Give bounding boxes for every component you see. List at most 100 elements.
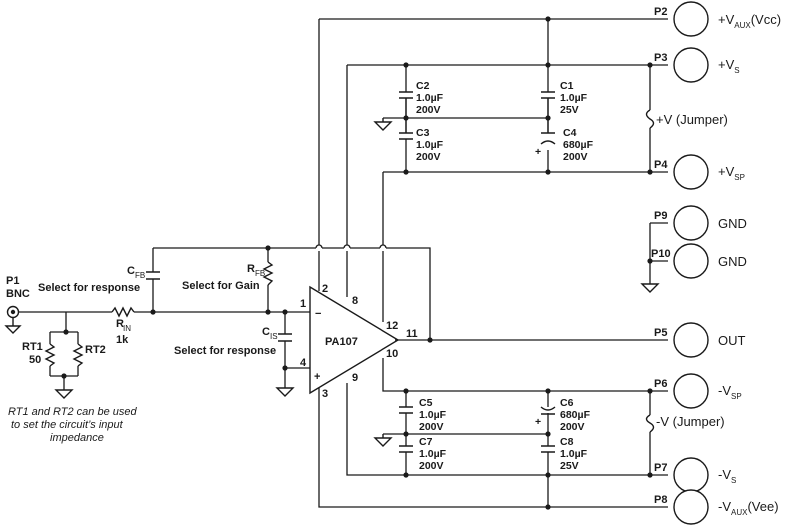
p9-net: GND	[718, 216, 747, 231]
wire-crossovers	[315, 244, 387, 249]
jumper-neg-symbol	[645, 414, 655, 433]
resistors: R FB R IN 1k RT1 50 RT2	[22, 261, 274, 367]
p9-id: P9	[654, 210, 667, 222]
junction-dots	[61, 16, 653, 510]
resistor-rt2-symbol	[72, 343, 84, 367]
c2-value: 1.0µF	[416, 92, 444, 104]
c2-name: C2	[416, 80, 430, 92]
c4-voltage: 200V	[563, 151, 588, 163]
capacitors: C1 1.0µF 25V C2 1.0µF 200V C3 1.0µF 200V…	[127, 80, 594, 472]
p2-id: P2	[654, 6, 667, 18]
pin-1-label: 1	[300, 298, 306, 310]
resistor-rt1-symbol	[44, 343, 56, 367]
rt2-name: RT2	[85, 344, 106, 356]
connector-pad-p8	[673, 489, 709, 525]
jumper-pos-symbol	[645, 109, 655, 129]
c6-value: 680µF	[560, 409, 591, 421]
c5-name: C5	[419, 397, 433, 409]
ground-icon	[640, 283, 660, 293]
pin-10-label: 10	[386, 348, 398, 360]
pin-8-label: 8	[352, 295, 358, 307]
pin-11-label: 11	[406, 328, 418, 340]
connector-pad-p2	[673, 1, 709, 37]
pin-4-label: 4	[300, 357, 307, 369]
opamp-inverting-sign: −	[315, 308, 321, 320]
capacitor-c4-symbol	[540, 132, 556, 145]
connector-pad-p3	[673, 47, 709, 83]
note-line-3: impedance	[50, 432, 104, 444]
capacitor-c6-symbol	[540, 406, 556, 415]
select-response-left-label: Select for response	[38, 282, 140, 294]
bnc-center-pin	[10, 309, 16, 315]
c7-value: 1.0µF	[419, 448, 447, 460]
c5-value: 1.0µF	[419, 409, 447, 421]
c6-polarity: +	[535, 416, 541, 428]
capacitor-c7-symbol	[399, 445, 413, 453]
rt1-value: 50	[29, 354, 41, 366]
c8-voltage: 25V	[560, 460, 579, 472]
c3-name: C3	[416, 127, 430, 139]
connector-pad-p7	[673, 457, 709, 493]
c4-value: 680µF	[563, 139, 594, 151]
note-line-2: to set the circuit’s input	[11, 419, 124, 431]
select-response-mid-label: Select for response	[174, 345, 276, 357]
p4-net: +VSP	[718, 164, 745, 182]
p1-type: BNC	[6, 288, 30, 300]
connector-pad-p4	[673, 154, 709, 190]
opamp-triangle	[309, 285, 400, 395]
pin-12-label: 12	[386, 320, 398, 332]
c1-name: C1	[560, 80, 574, 92]
capacitor-c2-symbol	[399, 91, 413, 99]
p4-id: P4	[654, 159, 668, 171]
pin-2-label: 2	[322, 283, 328, 295]
bnc-connector-p1: P1 BNC	[6, 275, 30, 326]
c7-name: C7	[419, 436, 433, 448]
capacitor-c8-symbol	[541, 445, 555, 453]
c6-name: C6	[560, 397, 574, 409]
connector-pads: P2 +VAUX(Vcc) P3 +VS P4 +VSP P9 GND P10 …	[651, 1, 781, 525]
ground-icon	[373, 121, 393, 131]
p1-label: P1	[6, 275, 19, 287]
c4-polarity: +	[535, 146, 541, 158]
c5-voltage: 200V	[419, 421, 444, 433]
jumpers: +V (Jumper) -V (Jumper)	[645, 109, 728, 433]
capacitor-cis-symbol	[278, 333, 292, 342]
c3-value: 1.0µF	[416, 139, 444, 151]
c7-voltage: 200V	[419, 460, 444, 472]
p5-net: OUT	[718, 333, 746, 348]
ground-icon	[54, 389, 74, 399]
connector-pad-p10	[673, 243, 709, 279]
rfb-sub: FB	[255, 269, 265, 278]
rfb-name: R	[247, 263, 255, 275]
p3-net: +VS	[718, 57, 740, 75]
resistor-rin-symbol	[111, 306, 135, 318]
connector-pad-p5	[673, 322, 709, 358]
p10-id: P10	[651, 248, 671, 260]
pin-3-label: 3	[322, 388, 328, 400]
ground-icon	[275, 387, 295, 397]
capacitor-c3-symbol	[399, 132, 413, 140]
rin-value: 1k	[116, 334, 129, 346]
opamp-noninverting-sign: +	[314, 371, 320, 383]
c8-name: C8	[560, 436, 574, 448]
cfb-sub: FB	[135, 271, 145, 280]
c8-value: 1.0µF	[560, 448, 588, 460]
p3-id: P3	[654, 52, 667, 64]
select-gain-label: Select for Gain	[182, 280, 260, 292]
p5-id: P5	[654, 327, 667, 339]
c4-name: C4	[563, 127, 577, 139]
p8-net: -VAUX(Vee)	[718, 499, 779, 517]
pin-9-label: 9	[352, 372, 358, 384]
jumper-neg-label: -V (Jumper)	[656, 414, 725, 429]
resistor-rfb-symbol	[262, 261, 274, 286]
connector-pad-p9	[673, 205, 709, 241]
p8-id: P8	[654, 494, 667, 506]
capacitor-cfb-symbol	[146, 271, 160, 280]
rt1-name: RT1	[22, 341, 43, 353]
note-line-1: RT1 and RT2 can be used	[8, 406, 138, 418]
rin-sub: IN	[123, 324, 131, 333]
opamp-pa107: PA107 − + 2 8 1 12 11 10 4 9 3	[300, 283, 418, 400]
p10-net: GND	[718, 254, 747, 269]
p7-net: -VS	[718, 467, 736, 485]
